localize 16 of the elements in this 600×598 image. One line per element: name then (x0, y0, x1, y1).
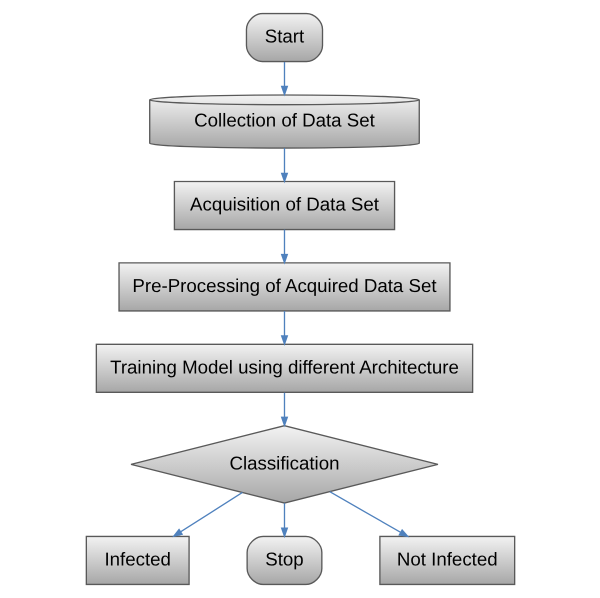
arrow (280, 311, 288, 346)
node-box: Start (245, 12, 323, 62)
node-box: Acquisition of Data Set (173, 180, 395, 230)
node-box: Not Infected (378, 536, 515, 586)
arrow (329, 491, 409, 538)
arrow (280, 62, 288, 96)
node-diamond: Classification (130, 425, 438, 504)
node-box: Pre-Processing of Acquired Data Set (118, 262, 450, 312)
node-box: Stop (246, 536, 322, 586)
arrow (172, 492, 242, 538)
arrow (280, 392, 288, 428)
node-box: Infected (85, 536, 190, 586)
arrow (280, 230, 288, 265)
node-box: Training Model using different Architecture (95, 344, 473, 393)
arrow (280, 148, 288, 184)
arrow (280, 503, 288, 538)
